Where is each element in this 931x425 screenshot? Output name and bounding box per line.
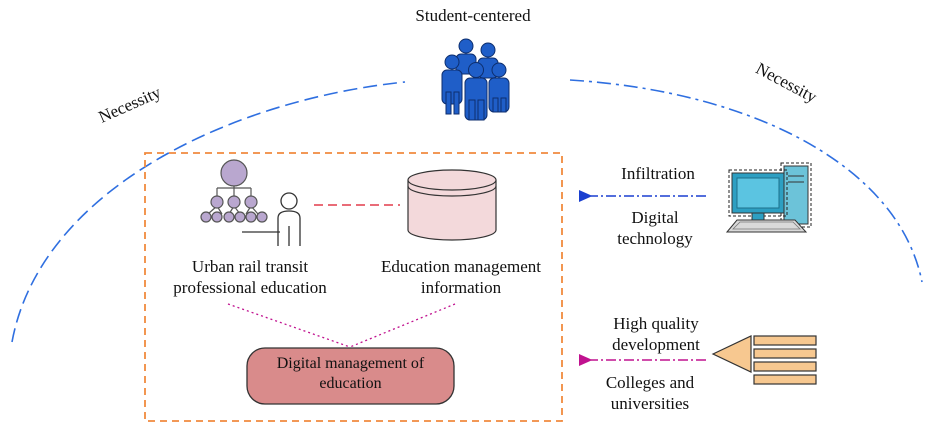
- high-quality-line1: High quality: [613, 314, 699, 333]
- document-stack-icon: [711, 335, 817, 385]
- colleges-line1: Colleges and: [605, 373, 695, 392]
- education-box: [144, 152, 563, 422]
- education-info-caption-line1: Education management: [380, 257, 542, 276]
- database-icon: [407, 169, 497, 241]
- student-centered-label: Student-centered: [415, 6, 531, 25]
- necessity-arc-right: [569, 79, 923, 283]
- high-quality-label: High quality development: [596, 314, 716, 355]
- urban-rail-caption: Urban rail transit professional educatio…: [160, 257, 340, 298]
- colleges-label: Colleges and universities: [590, 373, 710, 414]
- computer-icon: [725, 162, 812, 233]
- urban-rail-caption-line2: professional education: [173, 277, 327, 297]
- digital-technology-line2: technology: [617, 228, 693, 248]
- digital-management-box: [246, 347, 455, 405]
- necessity-arc-left: [11, 81, 406, 343]
- education-info-caption-line2: information: [420, 277, 502, 297]
- converge-line-left: [227, 303, 351, 348]
- person-icon: [242, 192, 301, 246]
- people-group-icon: [441, 38, 510, 121]
- digital-management-label: Digital management of education: [247, 354, 454, 394]
- digital-technology-line1: Digital: [631, 208, 679, 227]
- education-info-caption: Education management information: [366, 257, 556, 298]
- colleges-line2: universities: [610, 393, 690, 413]
- digital-management-label-line1: Digital management of: [276, 355, 425, 372]
- infiltration-label: Infiltration: [621, 164, 695, 183]
- digital-technology-label: Digital technology: [600, 208, 710, 249]
- urban-rail-caption-line1: Urban rail transit: [191, 257, 309, 276]
- org-chart-icon: [200, 159, 268, 223]
- digital-management-label-line2: education: [319, 375, 382, 392]
- converge-line-right: [349, 303, 456, 348]
- high-quality-line2: development: [612, 334, 700, 354]
